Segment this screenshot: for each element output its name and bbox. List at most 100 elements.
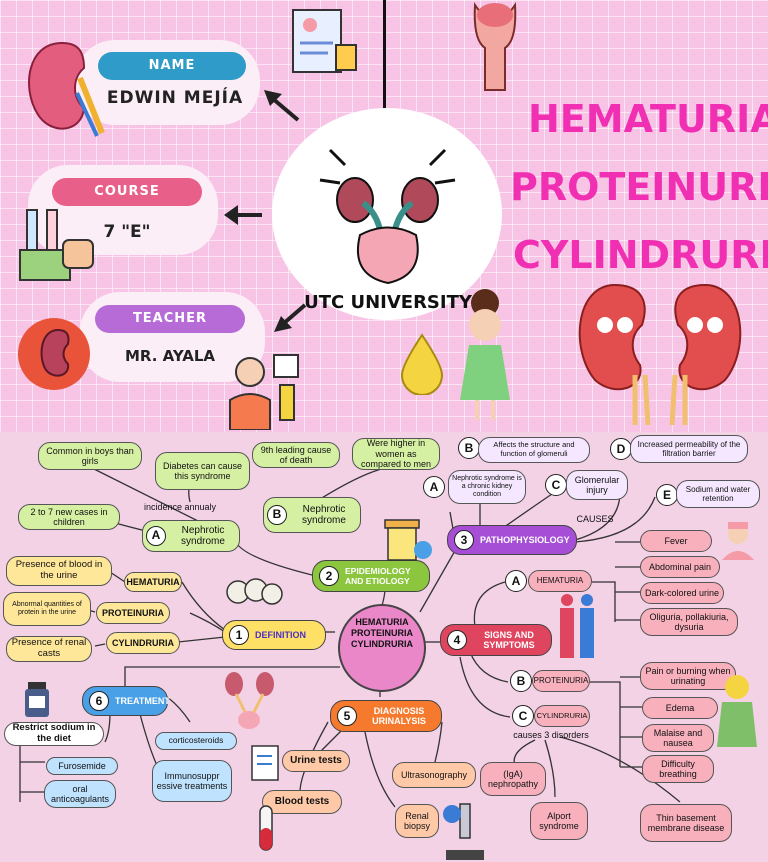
epi-nephrotic-a: A Nephrotic syndrome	[142, 520, 240, 552]
university-logo	[272, 108, 502, 320]
header-section: NAME EDWIN MEJÍA COURSE 7 "E" TEACHER MR…	[0, 0, 768, 432]
bladder-icon: UTC UNIVERSITY	[304, 148, 473, 313]
epidemiology-number: 2	[319, 566, 339, 586]
epi-women: Were higher in women as compared to men	[352, 438, 440, 470]
epi-nephrotic-b-text: Nephrotic syndrome	[302, 503, 346, 527]
patho-number: 3	[454, 530, 474, 550]
def-cylindruria: CYLINDRURIA	[106, 632, 180, 654]
center-node	[338, 604, 426, 692]
diag-blood: Blood tests	[262, 790, 342, 814]
divider-line	[383, 0, 386, 165]
epi-ninth: 9th leading cause of death	[252, 442, 340, 468]
patho-letter-e: E	[656, 484, 678, 506]
sym-letter-a: A	[505, 570, 527, 592]
diagnosis-node: 5 DIAGNOSIS URINALYSIS	[330, 700, 442, 732]
definition-node: 1 DEFINITION	[222, 620, 326, 650]
svg-text:UTC UNIVERSITY: UTC UNIVERSITY	[304, 292, 473, 313]
sym-a-label: HEMATURIA	[528, 570, 592, 592]
lab-hand-icon	[19, 209, 94, 281]
epi-boys: Common in boys than girls	[38, 442, 142, 470]
title-hematuria: HEMATURIA	[528, 97, 768, 141]
patho-b: Affects the structure and function of gl…	[478, 437, 590, 463]
patho-a: Nephrotic syndrome is a chronic kidney c…	[448, 470, 526, 504]
sym-a-item-1: Fever	[640, 530, 712, 552]
title-cylindruria: CYLINDRURIA	[513, 233, 768, 277]
epidemiology-node: 2 EPIDEMIOLOGY AND ETIOLOGY	[312, 560, 430, 592]
patho-label: PATHOPHYSIOLOGY	[480, 535, 570, 545]
definition-label: DEFINITION	[255, 630, 306, 640]
sym-a-item-3: Dark-colored urine	[640, 582, 724, 604]
treat-immuno: Immunosuppr essive treatments	[152, 760, 232, 802]
sym-c-label: CYLINDRURIA	[534, 705, 590, 727]
epi-new-cases: 2 to 7 new cases in children	[18, 504, 120, 530]
epi-incidence: incidence annualy	[143, 502, 217, 512]
center-label-2: PROTEINURIA	[350, 628, 413, 638]
urine-drop-icon	[400, 333, 444, 395]
def-proteinuria-desc: Abnormal quantities of protein in the ur…	[3, 592, 91, 626]
urine-cup-icon	[384, 519, 432, 561]
course-label: COURSE	[52, 178, 202, 206]
girl-icon	[460, 289, 510, 420]
sym-c-causes: causes 3 disorders	[513, 730, 589, 740]
microscope-icon	[443, 803, 484, 860]
diag-biopsy: Renal biopsy	[395, 804, 439, 838]
diag-ultra: Ultrasonography	[392, 762, 476, 788]
sym-b-item-1: Pain or burning when urinating	[640, 662, 736, 690]
epi-nephrotic-a-text: Nephrotic syndrome	[181, 524, 225, 548]
treat-sodium: Restrict sodium in the diet	[4, 722, 104, 746]
people-icon	[560, 594, 594, 658]
kidney-icon	[28, 41, 105, 137]
center-label-1: HEMATURIA	[355, 617, 409, 627]
sick-woman-icon	[717, 675, 757, 747]
arrow-icons	[224, 90, 307, 332]
kidney-characters-icon	[578, 283, 742, 426]
patho-c: Glomerular injury	[566, 470, 628, 500]
name-value: EDWIN MEJÍA	[106, 88, 244, 108]
lab-report-icon	[251, 745, 279, 781]
teacher-value: MR. AYALA	[124, 347, 216, 365]
sym-b-item-4: Difficulty breathing	[642, 755, 714, 783]
course-value: 7 "E"	[103, 222, 151, 242]
diag-urine: Urine tests	[282, 750, 350, 772]
diagnosis-label: DIAGNOSIS URINALYSIS	[372, 706, 426, 726]
symptoms-label: SIGNS AND SYMPTOMS	[483, 630, 535, 650]
patho-letter-b: B	[458, 437, 480, 459]
epidemiology-label: EPIDEMIOLOGY AND ETIOLOGY	[345, 566, 411, 586]
def-hematuria: HEMATURIA	[124, 572, 182, 592]
urinary-organ-icon	[473, 1, 517, 91]
medicine-bottle-icon	[25, 682, 49, 717]
mind-map-section: HEMATURIA PROTEINURIA CYLINDRURIA 2 EPID…	[0, 432, 768, 862]
epi-nephrotic-b: B Nephrotic syndrome	[263, 497, 361, 533]
sym-a-item-4: Oliguria, pollakiuria, dysuria	[640, 608, 738, 636]
treatment-node: 6 TREATMENT	[82, 686, 170, 716]
teacher-label: TEACHER	[95, 305, 245, 333]
sym-c-item-1: (IgA) nephropathy	[480, 762, 546, 796]
treat-furosemide: Furosemide	[46, 757, 118, 775]
sym-b-item-2: Edema	[642, 697, 718, 719]
sym-letter-b: B	[510, 670, 532, 692]
symptoms-node: 4 SIGNS AND SYMPTOMS	[440, 624, 552, 656]
nurse-icon	[722, 522, 754, 560]
patho-causes: CAUSES	[576, 514, 614, 524]
diagnosis-number: 5	[337, 706, 357, 726]
def-proteinuria: PROTEINURIA	[96, 602, 170, 624]
sym-letter-c: C	[512, 705, 534, 727]
urinary-tract-icon	[225, 672, 274, 729]
patho-letter-d: D	[610, 438, 632, 460]
blood-tube-icon	[259, 805, 273, 851]
patho-letter-c: C	[545, 474, 567, 496]
treatment-number: 6	[89, 691, 109, 711]
clipboard-icon	[292, 9, 357, 73]
epi-letter-a: A	[146, 526, 166, 546]
sym-a-item-2: Abdominal pain	[640, 556, 720, 578]
sym-c-item-3: Thin basement membrane disease	[640, 804, 732, 842]
pathophysiology-node: 3 PATHOPHYSIOLOGY	[447, 525, 577, 555]
treat-cortico: corticosteroids	[155, 732, 237, 750]
title-proteinuria: PROTEINURIA	[510, 165, 768, 209]
treatment-label: TREATMENT	[115, 696, 170, 706]
epi-diabetes: Diabetes can cause this syndrome	[155, 452, 250, 490]
patho-letter-a: A	[423, 476, 445, 498]
scientist-icon	[229, 354, 299, 430]
sym-c-item-2: Alport syndrome	[530, 802, 588, 840]
